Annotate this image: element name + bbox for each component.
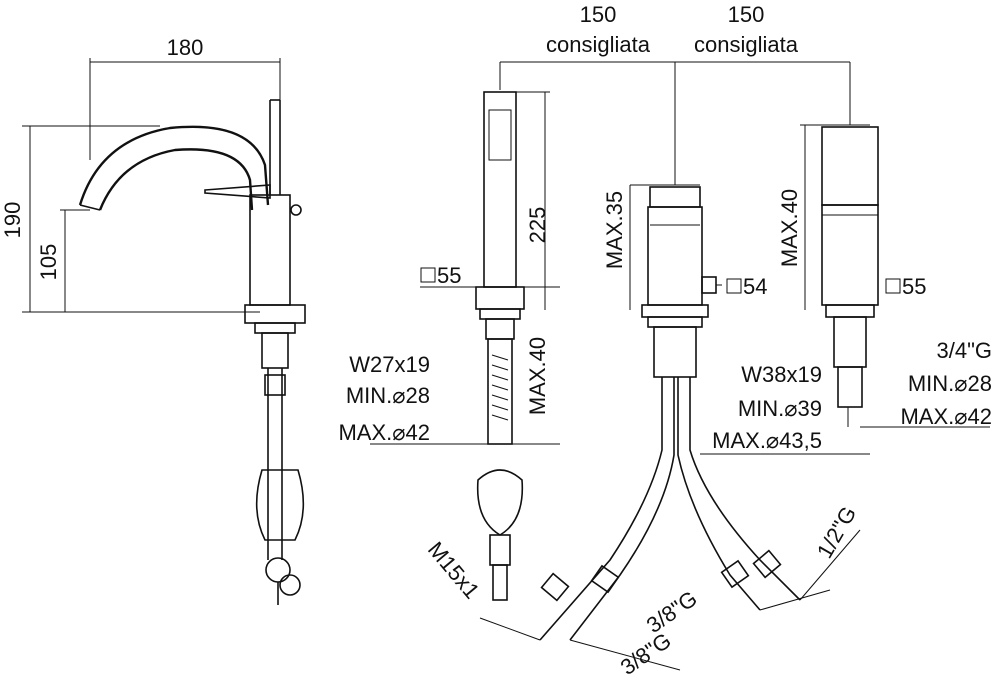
label-hose-m15: M15x1 bbox=[423, 537, 485, 604]
dim-valve-hole-max: MAX.⌀42 bbox=[900, 404, 992, 429]
dim-spacing-2-label: consigliata bbox=[694, 32, 799, 57]
dim-mixer-hole-min: MIN.⌀39 bbox=[738, 396, 822, 421]
dim-handshower-hole-min: MIN.⌀28 bbox=[346, 383, 430, 408]
dim-valve-max: MAX.40 bbox=[777, 189, 802, 267]
square-icon bbox=[420, 267, 436, 283]
dim-spacing-1-value: 150 bbox=[580, 2, 617, 27]
dim-spout-reach: 180 bbox=[167, 35, 204, 60]
square-icon bbox=[885, 278, 901, 294]
dim-mixer-base: 54 bbox=[743, 274, 767, 299]
label-hose-3-8-b: 3/8"G bbox=[616, 628, 676, 680]
dim-handshower-hole-max: MAX.⌀42 bbox=[338, 420, 430, 445]
dim-spacing-2-value: 150 bbox=[728, 2, 765, 27]
dim-mixer-hole-w: W38x19 bbox=[741, 362, 822, 387]
dim-handshower-hole-w: W27x19 bbox=[349, 352, 430, 377]
square-icon bbox=[726, 278, 742, 294]
label-hose-3-8-a: 3/8"G bbox=[642, 586, 702, 638]
valve-view bbox=[800, 124, 990, 428]
label-hose-1-2: 1/2"G bbox=[812, 502, 861, 563]
mixer-view bbox=[479, 184, 870, 671]
dim-handshower-base: 55 bbox=[437, 263, 461, 288]
dim-spout-height: 105 bbox=[36, 244, 61, 281]
dim-valve-thread: 3/4"G bbox=[936, 338, 992, 363]
dim-valve-base: 55 bbox=[902, 274, 926, 299]
dim-mixer-hole-max: MAX.⌀43,5 bbox=[712, 428, 822, 453]
side-view-spout bbox=[22, 58, 306, 605]
dim-total-height: 190 bbox=[0, 202, 25, 239]
dim-handshower-height: 225 bbox=[525, 207, 550, 244]
handshower-view bbox=[370, 61, 851, 601]
dim-spacing-1-label: consigliata bbox=[546, 32, 651, 57]
dim-mixer-max: MAX.35 bbox=[602, 191, 627, 269]
dim-valve-hole-min: MIN.⌀28 bbox=[908, 371, 992, 396]
dim-handshower-deck: MAX.40 bbox=[525, 337, 550, 415]
